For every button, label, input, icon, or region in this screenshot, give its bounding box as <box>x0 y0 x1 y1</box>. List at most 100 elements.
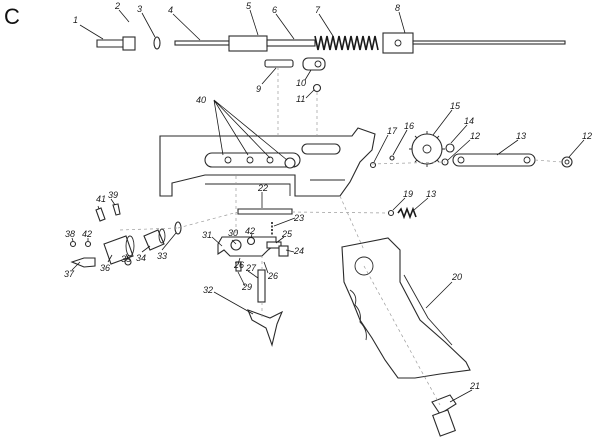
part-41-pin <box>95 207 106 222</box>
label-part-33: 33 <box>157 251 167 261</box>
label-part-6: 6 <box>272 5 277 15</box>
part-25-block <box>266 241 282 249</box>
part-34-piston <box>143 229 165 251</box>
part-13-spring <box>397 206 417 220</box>
label-part-8: 8 <box>395 3 400 13</box>
part-5-cylinder <box>228 35 268 52</box>
label-part-2: 2 <box>114 1 120 11</box>
leader-1 <box>79 24 104 40</box>
leader-40 <box>213 99 288 161</box>
part-14-ring <box>445 143 455 153</box>
leader-3 <box>141 12 156 38</box>
label-part-34: 34 <box>136 253 146 263</box>
leader-36 <box>107 254 113 263</box>
label-part-12a: 12 <box>470 131 480 141</box>
part-37-fitting <box>70 257 96 268</box>
slot-pin-3 <box>266 156 274 164</box>
label-part-30: 30 <box>228 228 238 238</box>
leader-20 <box>425 281 453 309</box>
part-34-face <box>158 228 166 244</box>
grip-finger-grooves <box>349 289 367 341</box>
receiver-upper-slot <box>301 143 341 155</box>
part-35-washer <box>124 258 132 266</box>
label-part-23: 23 <box>293 213 304 223</box>
leader-13b <box>413 197 429 211</box>
leader-39 <box>110 198 116 206</box>
leader-14 <box>450 124 468 144</box>
leader-9 <box>261 67 277 85</box>
leader-26b <box>263 261 269 274</box>
label-part-31: 31 <box>202 230 212 240</box>
slot-pin-1 <box>224 156 232 164</box>
leader-35 <box>125 253 129 260</box>
part-3-ring <box>153 36 161 50</box>
part-36-face <box>125 235 135 257</box>
label-part-26b: 26 <box>267 271 278 281</box>
leader-23 <box>273 217 296 227</box>
leader-12a <box>447 139 471 161</box>
part-2-collar <box>122 36 136 51</box>
label-part-4: 4 <box>168 5 173 15</box>
leader-31 <box>211 236 223 247</box>
part-42-dot <box>84 240 92 248</box>
label-part-40: 40 <box>196 95 206 105</box>
part-7-spring <box>314 35 379 51</box>
label-part-24: 24 <box>293 246 304 256</box>
leader-21 <box>449 389 473 403</box>
link-hole-right <box>523 156 531 164</box>
leader-12b <box>568 139 585 158</box>
screw-shank <box>431 394 457 415</box>
part-16-pin <box>389 155 395 161</box>
part-10-slot-piece <box>302 57 326 71</box>
label-part-21: 21 <box>469 381 480 391</box>
label-part-28: 42 <box>245 226 255 236</box>
leader-16 <box>392 129 408 156</box>
gear-body <box>411 133 443 165</box>
leader-15 <box>432 109 453 136</box>
leader-26a <box>237 257 241 265</box>
part-30-pivot <box>230 239 242 251</box>
label-part-5: 5 <box>246 1 252 11</box>
label-part-29: 29 <box>241 282 252 292</box>
leader-lines <box>71 9 585 403</box>
assembly-lines <box>119 67 563 406</box>
barrel-assembly <box>96 32 566 93</box>
label-part-27: 27 <box>245 263 257 273</box>
label-part-19: 19 <box>403 189 413 199</box>
label-part-41: 41 <box>96 194 106 204</box>
leader-19 <box>392 197 406 211</box>
label-part-25: 25 <box>281 229 293 239</box>
leader-32 <box>213 291 254 315</box>
leader-37 <box>71 261 81 271</box>
leader-33 <box>161 232 177 251</box>
leader-24 <box>285 249 295 253</box>
label-part-22: 22 <box>257 183 268 193</box>
part-8-hole <box>394 39 402 47</box>
label-part-13a: 13 <box>516 131 526 141</box>
part-32-trigger <box>247 309 284 347</box>
leader-2 <box>118 9 130 23</box>
leader-8 <box>398 11 406 34</box>
leader-25 <box>275 236 285 244</box>
label-part-14: 14 <box>464 116 474 126</box>
part-19-pin <box>387 209 395 217</box>
dash-left-to-trigger <box>177 211 239 229</box>
part-12-washer-b <box>561 156 573 168</box>
part-39-pin <box>112 203 121 216</box>
label-part-7: 7 <box>315 5 321 15</box>
part-24-tab <box>278 245 289 257</box>
leader-11 <box>305 89 315 99</box>
trigger-group <box>217 208 293 347</box>
guide-rod <box>412 40 566 45</box>
part-1-nozzle <box>96 39 125 48</box>
leader-34 <box>141 245 151 253</box>
leader-27 <box>247 270 259 279</box>
part-4-rod <box>174 40 230 46</box>
grip-screw-hole <box>354 256 374 276</box>
dash-grip-to-screw <box>363 265 441 406</box>
slot-screw <box>284 157 296 169</box>
panel-label: C <box>4 4 20 29</box>
label-part-13b: 13 <box>426 189 436 199</box>
